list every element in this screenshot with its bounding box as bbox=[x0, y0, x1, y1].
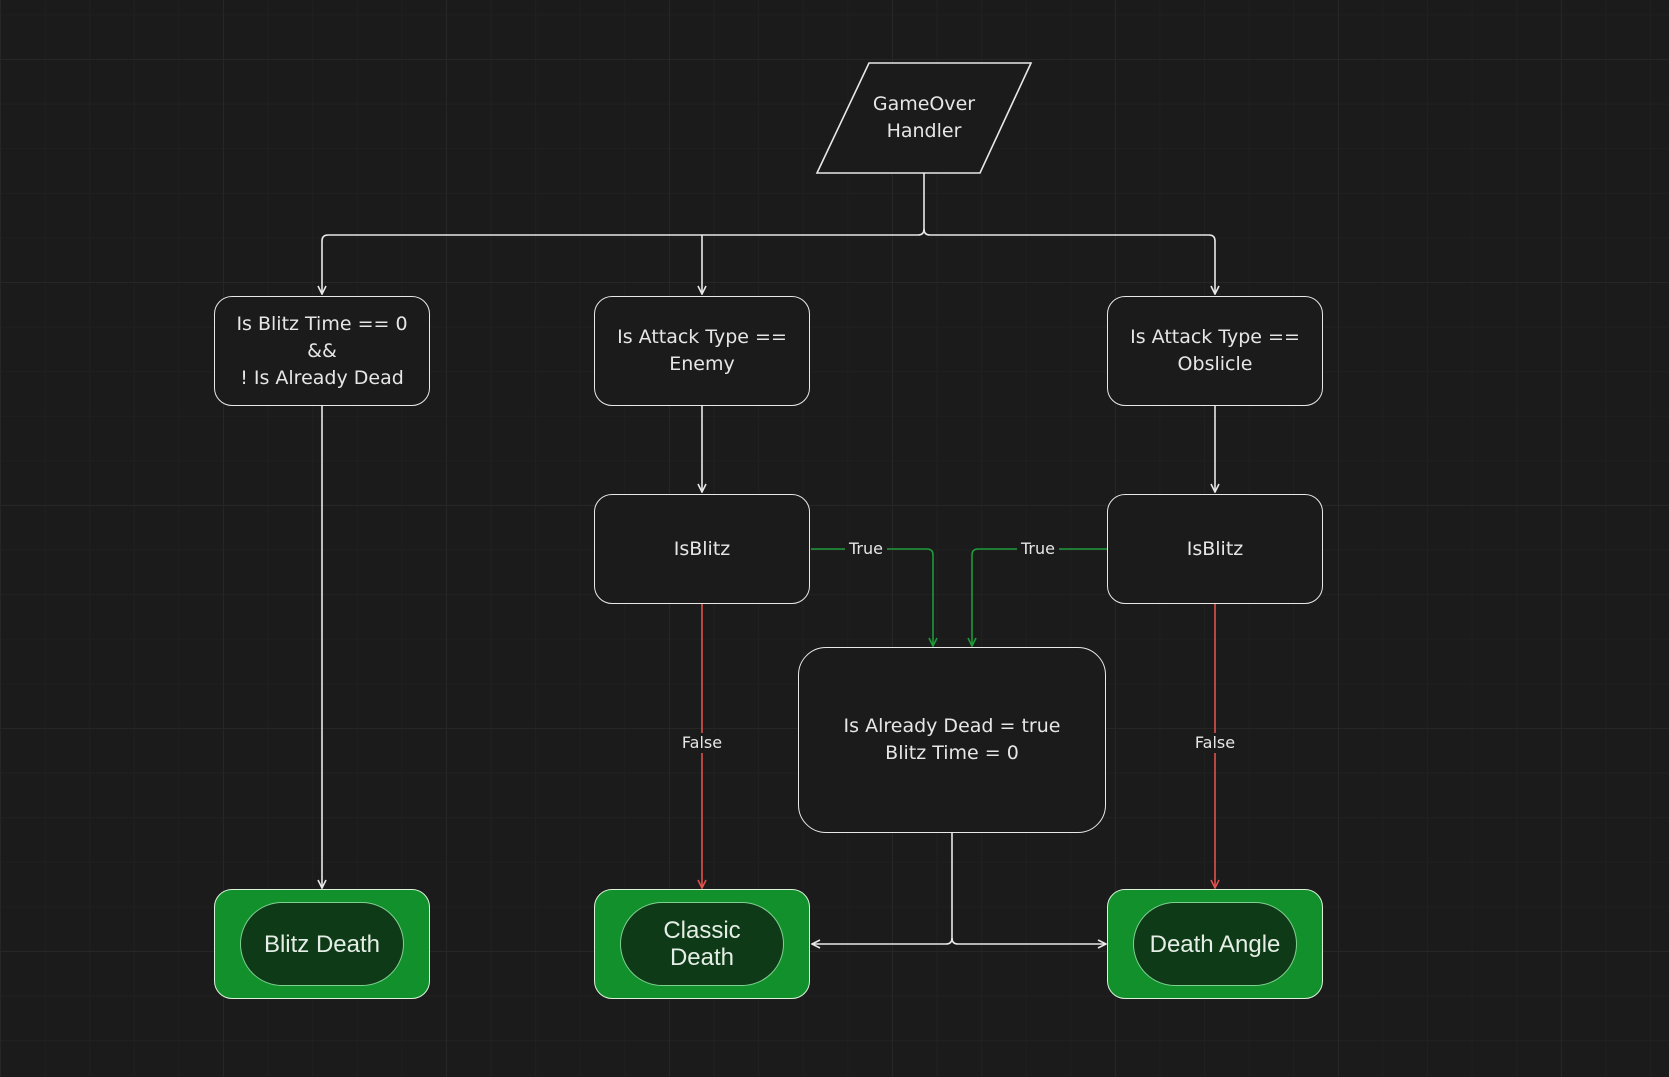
node-isblitz-left[interactable]: IsBlitz bbox=[594, 494, 810, 604]
node-enemy-check[interactable]: Is Attack Type == Enemy bbox=[594, 296, 810, 406]
edge-true-right bbox=[972, 548, 1107, 646]
terminal-blitz-death-label: Blitz Death bbox=[240, 902, 404, 986]
edge-start-to-blitz-check bbox=[322, 173, 925, 294]
edge-set-dead-to-classic-death bbox=[812, 833, 953, 944]
start-node-shape[interactable] bbox=[815, 62, 1033, 174]
node-isblitz-right[interactable]: IsBlitz bbox=[1107, 494, 1323, 604]
edge-set-dead-to-death-angle bbox=[951, 937, 1106, 944]
edge-label-true-right: True bbox=[1017, 539, 1059, 559]
node-obstacle-check[interactable]: Is Attack Type == Obslicle bbox=[1107, 296, 1323, 406]
terminal-death-angle-label: Death Angle bbox=[1133, 902, 1297, 986]
edge-label-false-right: False bbox=[1190, 733, 1240, 753]
node-set-dead[interactable]: Is Already Dead = true Blitz Time = 0 bbox=[798, 647, 1106, 833]
terminal-classic-death[interactable]: Classic Death bbox=[594, 889, 810, 999]
terminal-death-angle[interactable]: Death Angle bbox=[1107, 889, 1323, 999]
terminal-blitz-death[interactable]: Blitz Death bbox=[214, 889, 430, 999]
start-node-label: GameOver Handler bbox=[872, 93, 976, 142]
edge-start-to-obstacle-check bbox=[923, 228, 1215, 294]
node-blitz-check[interactable]: Is Blitz Time == 0 && ! Is Already Dead bbox=[214, 296, 430, 406]
terminal-classic-death-label: Classic Death bbox=[620, 902, 784, 986]
edge-label-true-left: True bbox=[845, 539, 887, 559]
edge-true-left bbox=[811, 548, 933, 646]
edge-label-false-left: False bbox=[677, 733, 727, 753]
